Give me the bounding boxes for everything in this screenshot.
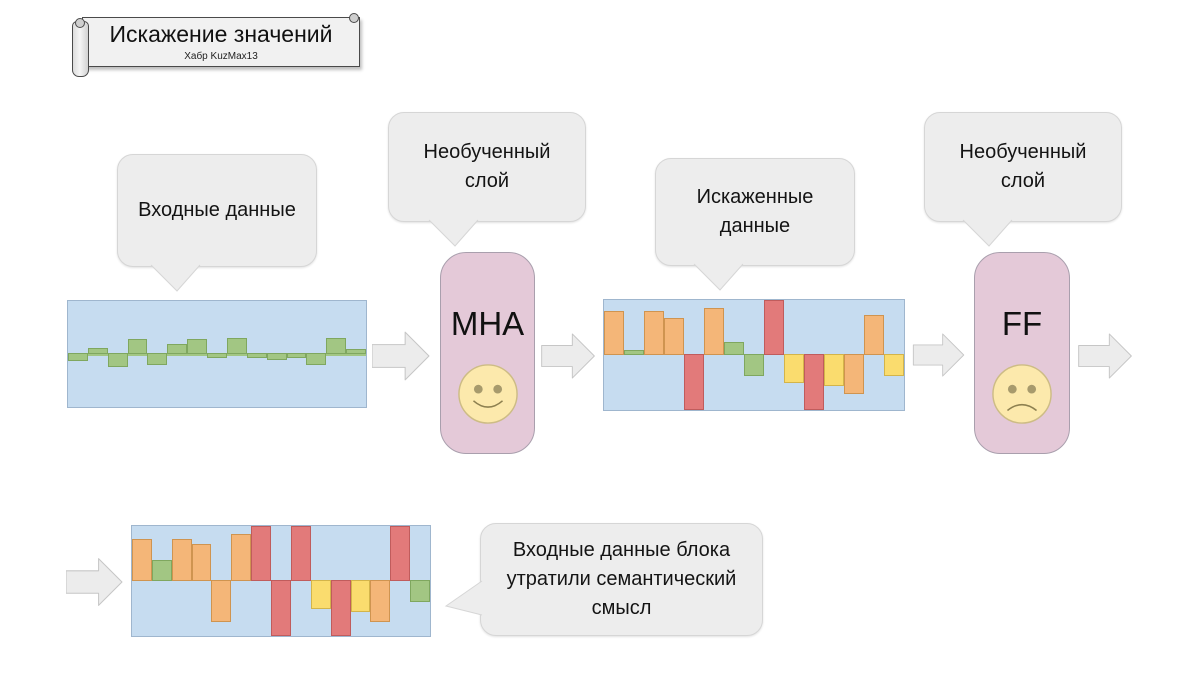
chart-bar bbox=[744, 354, 764, 376]
block-output-chart bbox=[131, 525, 431, 637]
arrow-right-icon bbox=[372, 331, 430, 381]
chart-bar bbox=[604, 311, 624, 355]
chart-bar bbox=[152, 560, 172, 581]
title-banner-body: Искажение значений Хабр KuzMax13 bbox=[82, 17, 360, 67]
sad-face-icon bbox=[992, 364, 1052, 424]
arrow-right-icon bbox=[1078, 333, 1132, 379]
chart-bar bbox=[287, 353, 306, 358]
chart-bar bbox=[306, 353, 326, 365]
chart-bar bbox=[884, 354, 904, 376]
chart-bar bbox=[311, 580, 331, 609]
chart-bar bbox=[132, 539, 152, 581]
bubble-untrained-layer-1-label: Необученный слой bbox=[423, 141, 551, 192]
chart-bar bbox=[724, 342, 744, 355]
bubble-untrained-layer-2: Необученный слой bbox=[924, 112, 1122, 222]
chart-bar bbox=[207, 353, 227, 358]
chart-bar bbox=[764, 300, 784, 355]
bubble-tail-left bbox=[444, 580, 483, 616]
chart-bar bbox=[267, 353, 287, 360]
chart-bar bbox=[291, 526, 311, 581]
input-data-chart bbox=[67, 300, 367, 408]
chart-bar bbox=[351, 580, 370, 612]
bubble-tail-down bbox=[693, 263, 744, 291]
title-banner: Искажение значений Хабр KuzMax13 bbox=[72, 12, 362, 77]
mha-label: MHA bbox=[450, 305, 525, 342]
chart-bar bbox=[326, 338, 346, 354]
chart-bar bbox=[108, 353, 128, 367]
chart-bar bbox=[410, 580, 430, 602]
chart-bar bbox=[227, 338, 247, 354]
chart-bar bbox=[192, 544, 211, 581]
mha-block: MHA bbox=[440, 252, 535, 454]
chart-bar bbox=[644, 311, 664, 355]
bubble-distorted-data-label: Искаженные данные bbox=[696, 186, 814, 237]
chart-bar bbox=[844, 354, 864, 394]
chart-bar bbox=[864, 315, 884, 355]
chart-bar bbox=[824, 354, 844, 386]
page-subtitle: Хабр KuzMax13 bbox=[184, 50, 258, 62]
bubble-lost-meaning-label: Входные данные блока утратили семантичес… bbox=[506, 539, 737, 619]
chart-bar bbox=[172, 539, 192, 581]
bubble-untrained-layer-2-label: Необученный слой bbox=[959, 141, 1087, 192]
bubble-input-data-label: Входные данные bbox=[138, 199, 296, 221]
scroll-knob-icon bbox=[349, 13, 359, 23]
arrow-right-icon bbox=[541, 333, 595, 379]
chart-bar bbox=[271, 580, 291, 636]
chart-bar bbox=[211, 580, 231, 622]
bubble-untrained-layer-1: Необученный слой bbox=[388, 112, 586, 222]
chart-bar bbox=[68, 353, 88, 361]
bubble-tail-down bbox=[150, 264, 201, 292]
chart-bar bbox=[331, 580, 351, 636]
bubble-tail-down bbox=[962, 219, 1013, 247]
chart-bar bbox=[704, 308, 724, 355]
distorted-data-chart bbox=[603, 299, 905, 411]
chart-bar bbox=[247, 353, 267, 358]
bubble-input-data: Входные данные bbox=[117, 154, 317, 267]
chart-bar bbox=[231, 534, 251, 581]
chart-bar bbox=[624, 350, 644, 355]
chart-bar bbox=[784, 354, 804, 383]
chart-bar bbox=[390, 526, 410, 581]
scroll-knob-icon bbox=[75, 18, 85, 28]
chart-bar bbox=[804, 354, 824, 410]
chart-bar bbox=[88, 348, 108, 354]
bubble-distorted-data: Искаженные данные bbox=[655, 158, 855, 266]
chart-bar bbox=[346, 349, 366, 354]
chart-bar bbox=[370, 580, 390, 622]
page-title: Искажение значений bbox=[109, 21, 333, 48]
chart-bar bbox=[664, 318, 684, 355]
chart-bar bbox=[187, 339, 207, 354]
bubble-tail-down bbox=[428, 219, 479, 247]
arrow-right-icon bbox=[66, 558, 123, 606]
happy-face-icon bbox=[457, 364, 518, 424]
ff-block: FF bbox=[974, 252, 1070, 454]
ff-label: FF bbox=[1001, 305, 1043, 342]
chart-bar bbox=[147, 353, 167, 365]
chart-bar bbox=[128, 339, 147, 354]
arrow-right-icon bbox=[912, 333, 965, 377]
bubble-lost-meaning: Входные данные блока утратили семантичес… bbox=[480, 523, 763, 636]
chart-bar bbox=[167, 344, 187, 354]
chart-bar bbox=[251, 526, 271, 581]
scroll-roll-icon bbox=[72, 21, 89, 77]
chart-bar bbox=[684, 354, 704, 410]
